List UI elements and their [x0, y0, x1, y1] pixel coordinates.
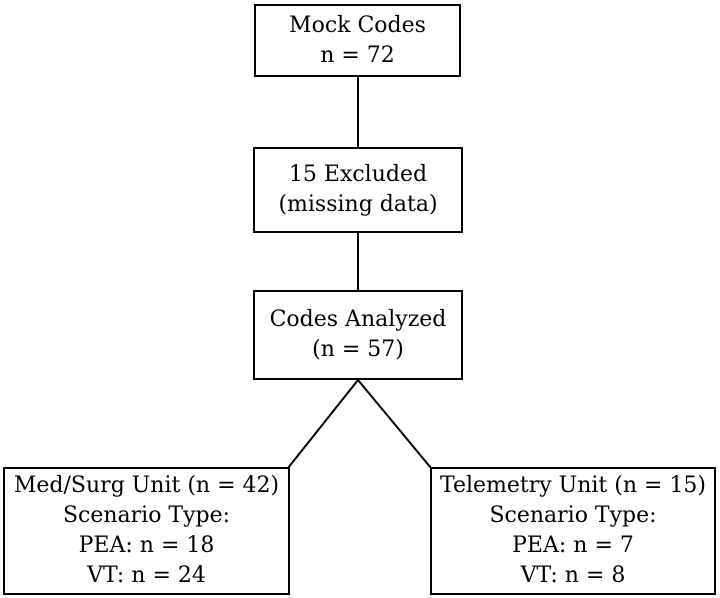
telemetry-vt-count: VT: n = 8	[520, 563, 626, 588]
codes-analyzed-count: (n = 57)	[312, 337, 404, 362]
telemetry-pea-count: PEA: n = 7	[512, 533, 634, 558]
mock-codes-box: Mock Codes n = 72	[254, 4, 461, 77]
excluded-box: 15 Excluded (missing data)	[253, 147, 463, 233]
medsurg-vt-count: VT: n = 24	[87, 563, 206, 588]
excluded-reason: (missing data)	[278, 192, 438, 217]
mock-codes-count: n = 72	[320, 42, 395, 68]
excluded-title: 15 Excluded	[288, 162, 428, 187]
mock-codes-title: Mock Codes	[289, 12, 426, 38]
medsurg-unit-box: Med/Surg Unit (n = 42) Scenario Type: PE…	[3, 467, 290, 595]
telemetry-scenario-label: Scenario Type:	[489, 503, 657, 528]
codes-analyzed-box: Codes Analyzed (n = 57)	[253, 290, 463, 380]
medsurg-scenario-label: Scenario Type:	[62, 503, 231, 528]
connector-analyzed-to-telemetry	[357, 379, 432, 478]
codes-analyzed-title: Codes Analyzed	[269, 307, 447, 332]
telemetry-unit-box: Telemetry Unit (n = 15) Scenario Type: P…	[430, 467, 716, 595]
connector-analyzed-to-medsurg	[287, 379, 359, 478]
medsurg-unit-title: Med/Surg Unit (n = 42)	[13, 473, 280, 498]
medsurg-pea-count: PEA: n = 18	[78, 533, 215, 558]
telemetry-unit-title: Telemetry Unit (n = 15)	[439, 473, 707, 498]
